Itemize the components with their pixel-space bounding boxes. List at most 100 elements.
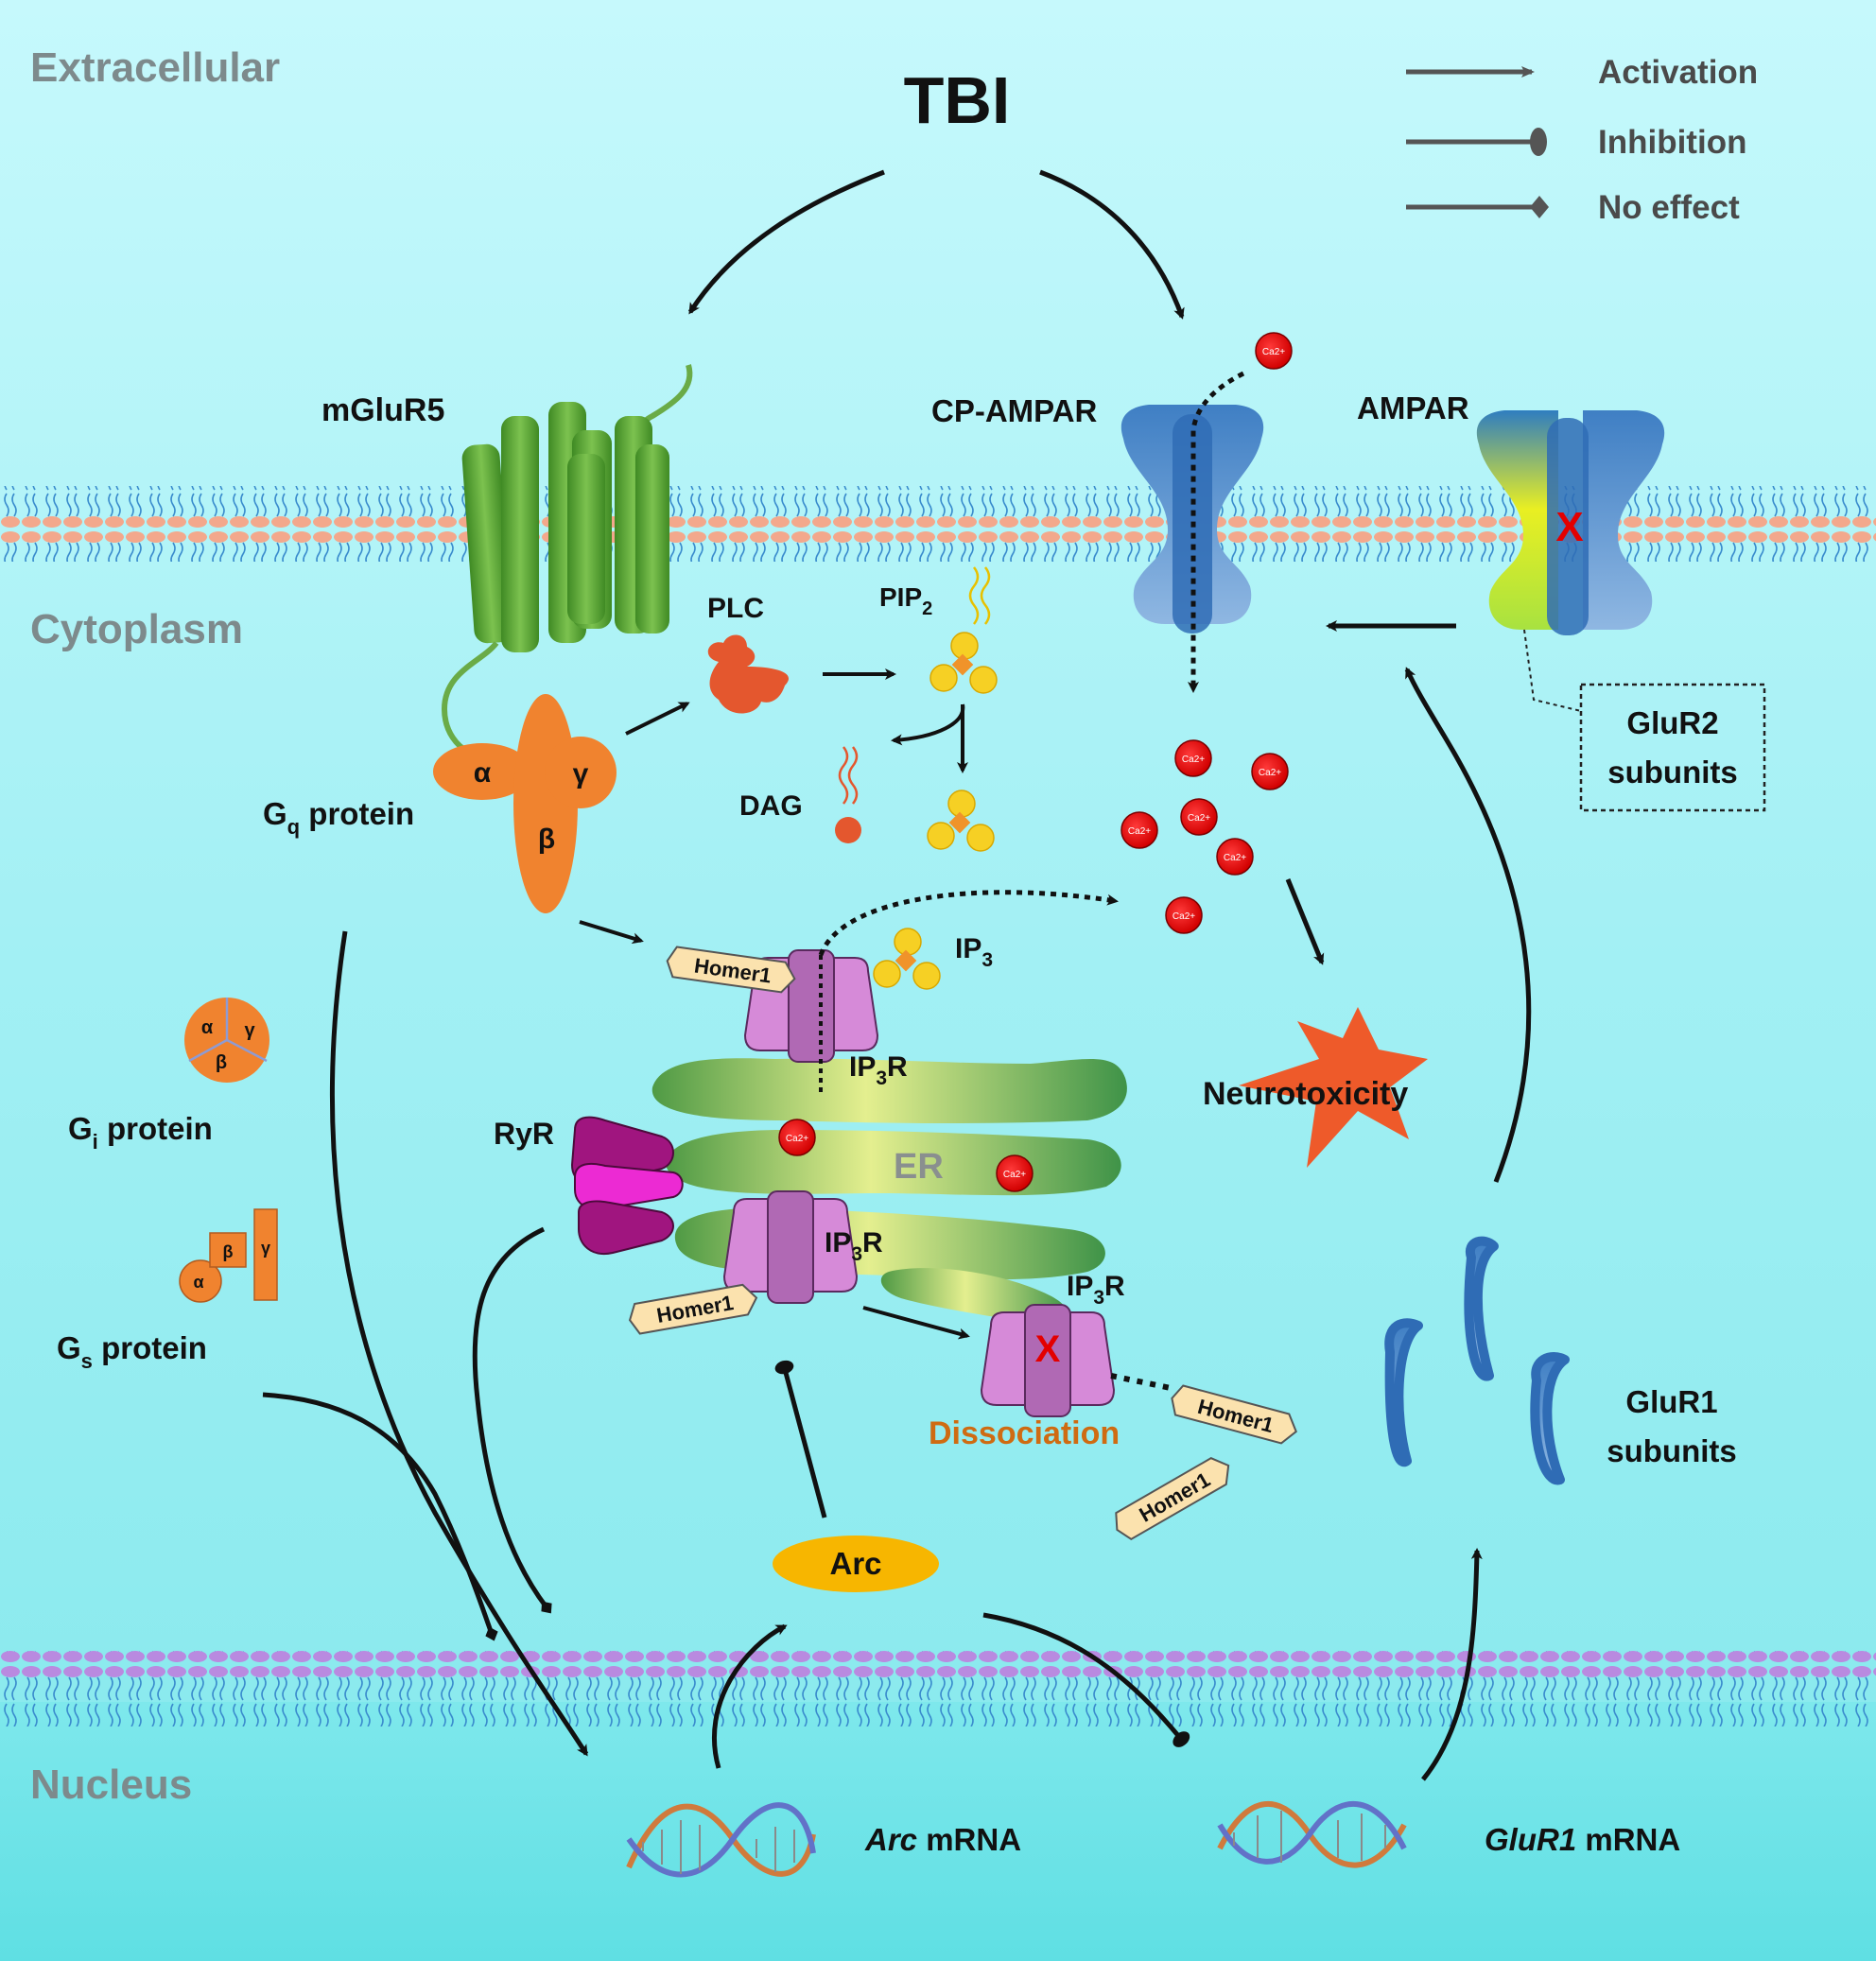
tbi-to-cpampar-arrow [1039, 169, 1185, 320]
legend-inhibition-label: Inhibition [1598, 124, 1746, 161]
gs-protein: α β γ [179, 1208, 278, 1303]
calcium-ion: Ca2+ [1174, 739, 1212, 777]
nucleus-background [0, 1702, 1876, 1961]
region-label-cytoplasm: Cytoplasm [30, 606, 243, 652]
plc-enzyme [707, 634, 790, 714]
calcium-ion-er: Ca2+ [996, 1154, 1034, 1192]
legend-no-effect-label: No effect [1598, 189, 1740, 226]
tbi-to-mglur5-arrow [687, 169, 885, 315]
gi-protein: α γ β [184, 998, 269, 1083]
gq-gamma-label: γ [573, 758, 589, 790]
arc-mrna-label: Arc mRNA [864, 1822, 1021, 1857]
ip3r-middle-label: IP3R [825, 1227, 883, 1265]
dissociation-dotted-link [1110, 1373, 1172, 1391]
svg-text:Ca2+: Ca2+ [1172, 911, 1195, 922]
gq-to-plc-arrow [625, 702, 690, 736]
svg-text:Ca2+: Ca2+ [1003, 1170, 1026, 1180]
glur1-label-line1: GluR1 [1625, 1384, 1717, 1419]
calcium-influx-dotted-arrow [1188, 371, 1245, 693]
ryr-label: RyR [494, 1117, 554, 1151]
er-label: ER [894, 1147, 944, 1187]
legend-inhibition-head [1530, 128, 1547, 156]
dag-label: DAG [739, 790, 803, 822]
ampar-label: AMPAR [1357, 390, 1469, 425]
ryr-channel [570, 1116, 684, 1256]
calcium-to-neurotoxicity-arrow [1285, 878, 1325, 965]
dissociation-label: Dissociation [929, 1415, 1120, 1451]
gq-alpha-label: α [474, 757, 492, 789]
svg-text:Ca2+: Ca2+ [1188, 813, 1210, 824]
glur1-label-line2: subunits [1607, 1433, 1737, 1468]
gq-beta-label: β [538, 824, 555, 855]
gq-to-arc-mrna-arrow [330, 930, 589, 1757]
ip3r-calcium-release-dotted-arrow [818, 890, 1119, 956]
calcium-ion-extracellular: Ca2+ [1255, 332, 1293, 370]
gi-gamma-label: γ [244, 1020, 255, 1041]
calcium-ion-er: Ca2+ [778, 1119, 816, 1156]
glur2-callout-line [1523, 629, 1582, 712]
svg-text:Ca2+: Ca2+ [1262, 347, 1285, 357]
legend: Activation Inhibition No effect [1406, 54, 1758, 226]
gs-gamma-label: γ [261, 1239, 270, 1258]
pip2-molecule [929, 566, 998, 694]
gs-no-effect-arrow [262, 1392, 498, 1641]
neurotoxicity-starburst [1239, 1007, 1428, 1168]
ip3r-dissociated-label: IP3R [1067, 1271, 1125, 1309]
gq-protein-label: Gq protein [263, 796, 414, 839]
calcium-ion: Ca2+ [1180, 798, 1218, 836]
gs-beta-label: β [223, 1242, 234, 1261]
calcium-ion: Ca2+ [1216, 838, 1254, 876]
ip3-label: IP3 [955, 933, 993, 971]
region-label-nucleus: Nucleus [30, 1761, 192, 1808]
glur1-mrna-helix [1217, 1800, 1407, 1868]
region-label-extracellular: Extracellular [30, 44, 280, 91]
ampar-channel [1476, 410, 1665, 635]
svg-text:Ca2+: Ca2+ [1224, 853, 1246, 863]
ip3r-blocked-mark: X [1035, 1328, 1061, 1370]
gq-to-ip3r-arrow [579, 920, 644, 945]
ampar-blocked-mark: X [1555, 504, 1583, 550]
cp-ampar-label: CP-AMPAR [931, 393, 1098, 428]
ip3r-to-dissociation-arrow [862, 1306, 970, 1340]
glur1-subunits [1384, 1236, 1570, 1485]
calcium-ion: Ca2+ [1251, 753, 1289, 790]
cp-ampar-channel [1120, 405, 1264, 633]
gs-alpha-label: α [193, 1273, 203, 1292]
glur2-label-line2: subunits [1607, 755, 1738, 790]
svg-text:Ca2+: Ca2+ [1259, 768, 1281, 778]
plc-label: PLC [707, 593, 764, 624]
arc-inhibits-ip3r [774, 1360, 827, 1518]
legend-activation-label: Activation [1598, 54, 1758, 91]
arc-protein [773, 1536, 939, 1592]
svg-text:Ca2+: Ca2+ [1128, 826, 1151, 837]
pip2-label: PIP2 [879, 582, 932, 619]
glur1-mrna-to-subunits-arrow [1421, 1548, 1483, 1781]
calcium-ion: Ca2+ [1165, 896, 1203, 934]
svg-text:Ca2+: Ca2+ [1182, 755, 1205, 765]
svg-text:Ca2+: Ca2+ [786, 1134, 808, 1144]
neurotoxicity-label: Neurotoxicity [1203, 1076, 1408, 1112]
gs-protein-label: Gs protein [57, 1330, 207, 1373]
calcium-ion-cluster: Ca2+ Ca2+ Ca2+ Ca2+ Ca2+ Ca2+ [1120, 739, 1289, 934]
mglur5-receptor [441, 364, 693, 755]
cytoplasm-background [0, 0, 1876, 1702]
nuclear-membrane [0, 1651, 1876, 1727]
gi-protein-label: Gi protein [68, 1111, 213, 1154]
dag-molecule [835, 746, 861, 843]
glur1-to-cpampar-arrow [1404, 667, 1532, 1183]
calcium-ion: Ca2+ [1120, 811, 1158, 849]
homer1-upper: Homer1 [664, 945, 798, 996]
tbi-title: TBI [904, 63, 1011, 137]
gi-beta-label: β [216, 1052, 227, 1073]
arc-mrna-to-arc-arrow [711, 1623, 788, 1769]
mglur5-label: mGluR5 [321, 392, 444, 428]
arc-label: Arc [829, 1546, 881, 1581]
arc-mrna-helix [626, 1802, 816, 1878]
glur1-mrna-label: GluR1 mRNA [1485, 1822, 1680, 1857]
ip3r-upper-label: IP3R [849, 1051, 908, 1089]
glur2-callout-box [1579, 683, 1766, 812]
arc-inhibits-glur1-mrna [982, 1612, 1190, 1747]
gi-alpha-label: α [201, 1017, 214, 1038]
